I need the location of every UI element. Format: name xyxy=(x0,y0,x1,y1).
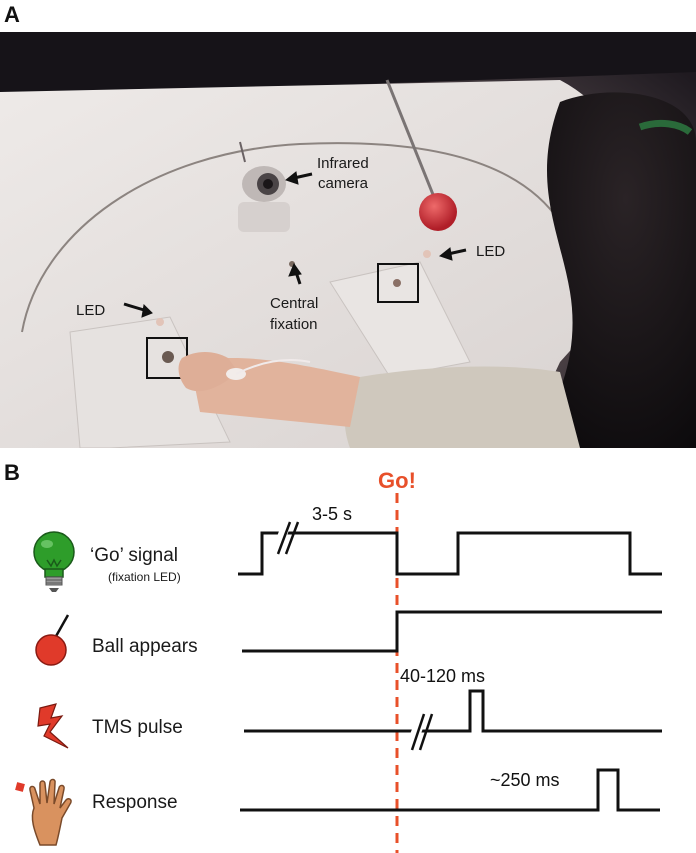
go-signal-break-right xyxy=(284,521,300,555)
panel-b-letter: B xyxy=(4,460,20,485)
central-fixation-label-2: fixation xyxy=(270,316,318,333)
response-label: Response xyxy=(92,792,178,813)
tms-pulse-label: TMS pulse xyxy=(92,717,183,738)
tms-pulse-trace xyxy=(244,689,662,733)
lightning-bolt-icon xyxy=(37,703,69,749)
tms-break-left xyxy=(410,713,426,751)
hand-icon xyxy=(15,778,72,846)
tms-delay-label: 40-120 ms xyxy=(400,666,485,686)
led-left-label: LED xyxy=(76,302,105,319)
go-label: Go! xyxy=(378,468,416,493)
led-right-label: LED xyxy=(476,243,505,260)
green-lightbulb-icon xyxy=(33,531,75,592)
ball-appears-trace xyxy=(242,610,662,653)
timing-diagram: Go! 3-5 s 40-120 ms ~250 ms ‘Go’ signal … xyxy=(0,448,696,853)
go-signal-break-mask xyxy=(271,518,293,554)
central-fixation-label-1: Central xyxy=(270,295,318,312)
go-signal-sublabel: (fixation LED) xyxy=(108,570,181,584)
go-signal-label: ‘Go’ signal xyxy=(90,545,178,566)
tms-break-right xyxy=(418,713,434,751)
infrared-camera-label-2: camera xyxy=(318,175,369,192)
go-signal-break-left xyxy=(276,521,292,555)
infrared-camera-label-1: Infrared xyxy=(317,155,369,172)
response-trace xyxy=(240,768,660,812)
experiment-photo: Infrared camera LED LED Central fixation xyxy=(0,32,696,448)
experiment-photo-scene: Infrared camera LED LED Central fixation xyxy=(0,32,696,448)
duration-go-label: 3-5 s xyxy=(312,504,352,524)
panel-a-letter: A xyxy=(4,2,20,27)
go-signal-trace xyxy=(238,531,662,576)
ball-appears-label: Ball appears xyxy=(92,636,198,657)
red-ball-icon xyxy=(35,614,70,666)
timing-diagram-svg: Go! 3-5 s 40-120 ms ~250 ms ‘Go’ signal … xyxy=(15,468,662,853)
response-latency-label: ~250 ms xyxy=(490,770,560,790)
